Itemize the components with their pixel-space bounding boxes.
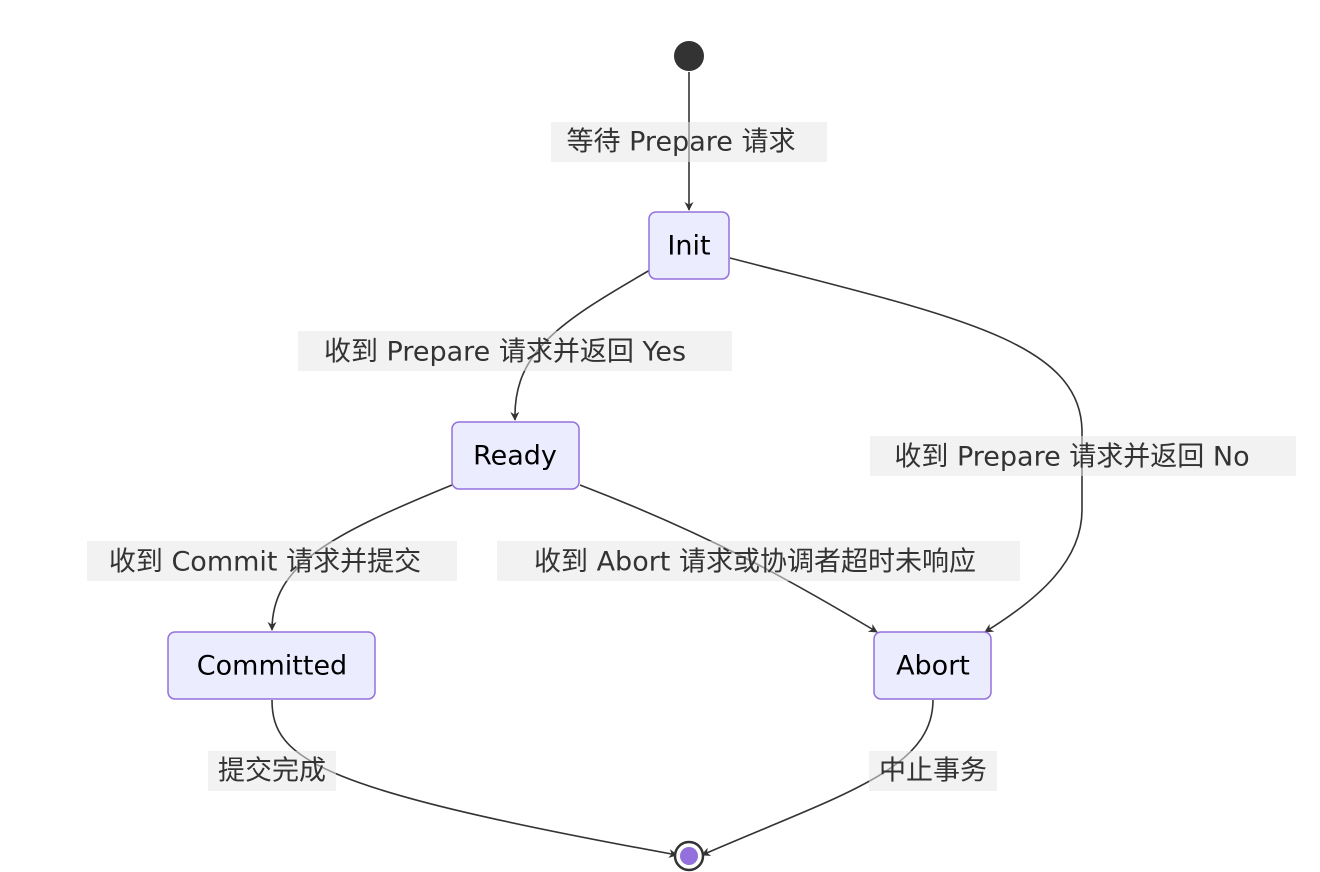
- state-committed-box: [167, 631, 376, 700]
- state-init-box: [648, 211, 730, 280]
- edge-label-ready-committed: 收到 Commit 请求并提交: [109, 547, 421, 578]
- edge-label-bg-init-abort: [870, 436, 1296, 476]
- edge-label-start-init: 等待 Prepare 请求: [567, 127, 796, 158]
- state-init-label: Init: [667, 231, 710, 262]
- edge-label-init-ready: 收到 Prepare 请求并返回 Yes: [324, 337, 686, 368]
- end-state: [673, 840, 705, 872]
- state-abort-label: Abort: [896, 651, 970, 682]
- state-ready-label: Ready: [473, 441, 557, 472]
- state-nodes: Init Ready Committed Abort: [167, 211, 992, 700]
- edge-init-to-abort: [729, 257, 1083, 633]
- pseudo-states: [673, 41, 705, 872]
- edge-committed-to-end: [271, 699, 678, 858]
- edge-label-bg-init-ready: [298, 331, 732, 371]
- edge-label-committed-end: 提交完成: [218, 756, 326, 787]
- start-state-dot: [674, 41, 704, 71]
- edge-label-bg-abort-end: [869, 751, 997, 791]
- state-abort[interactable]: Abort: [873, 631, 992, 700]
- state-ready[interactable]: Ready: [451, 421, 580, 490]
- state-ready-box: [451, 421, 580, 490]
- edge-label-abort-end: 中止事务: [879, 756, 987, 787]
- state-committed[interactable]: Committed: [167, 631, 376, 700]
- edge-label-bg-committed-end: [208, 751, 336, 791]
- edge-label-bg-ready-abort: [497, 541, 1020, 581]
- state-init[interactable]: Init: [648, 211, 730, 280]
- state-abort-box: [873, 631, 992, 700]
- edge-label-init-abort: 收到 Prepare 请求并返回 No: [894, 442, 1249, 473]
- state-committed-label: Committed: [197, 651, 347, 682]
- edge-labels: 等待 Prepare 请求 收到 Prepare 请求并返回 Yes 收到 Pr…: [87, 122, 1296, 791]
- end-state-inner-dot: [680, 847, 698, 865]
- edge-label-ready-abort: 收到 Abort 请求或协调者超时未响应: [534, 547, 976, 578]
- edge-label-bg-start-init: [551, 122, 827, 162]
- edge-label-bg-ready-committed: [87, 541, 457, 581]
